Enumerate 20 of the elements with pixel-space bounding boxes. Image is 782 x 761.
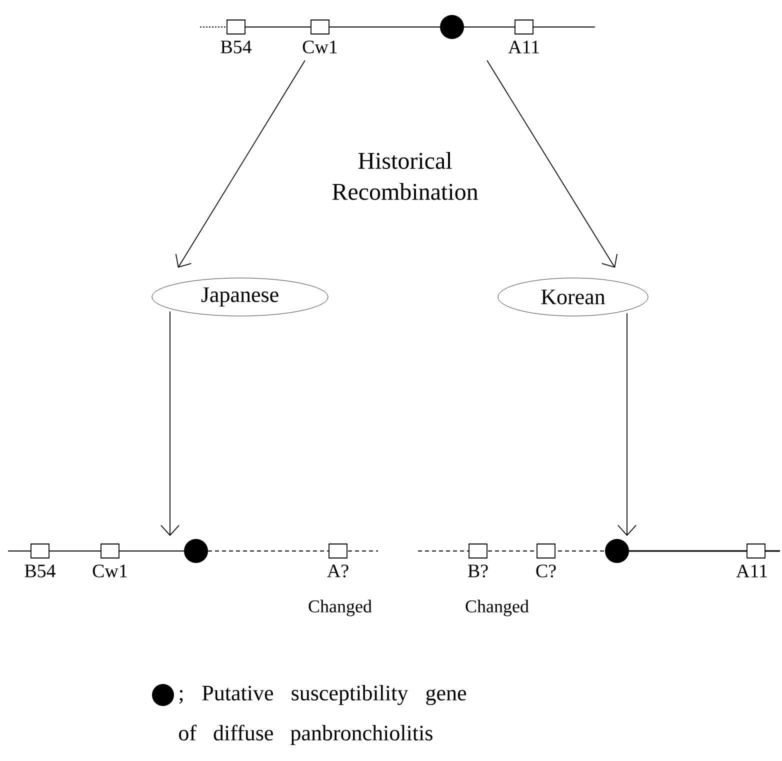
allele-label: B54 [220, 40, 252, 54]
annotation: Changed [308, 600, 372, 616]
allele-label: C? [536, 564, 556, 578]
chromosome-drawing [8, 539, 378, 563]
chromosome-drawing [418, 539, 780, 563]
legend-text: ; Putative susceptibility gene of diffuse panbronchiolitis [179, 685, 466, 745]
annotation: Changed [466, 600, 529, 616]
arrow [618, 312, 636, 536]
allele-label: A11 [508, 40, 539, 54]
allele-label: B54 [24, 564, 56, 578]
annotation: Historical Recombination [332, 152, 478, 200]
allele-label: Cw1 [92, 564, 127, 578]
arrow [175, 60, 306, 268]
chromosome-drawing [200, 15, 596, 39]
arrow [486, 60, 618, 268]
allele-label: A? [327, 564, 348, 578]
allele-label: B? [468, 564, 488, 578]
arrow [160, 311, 180, 536]
allele-label: A11 [736, 564, 767, 578]
allele-label: Cw1 [302, 40, 337, 54]
